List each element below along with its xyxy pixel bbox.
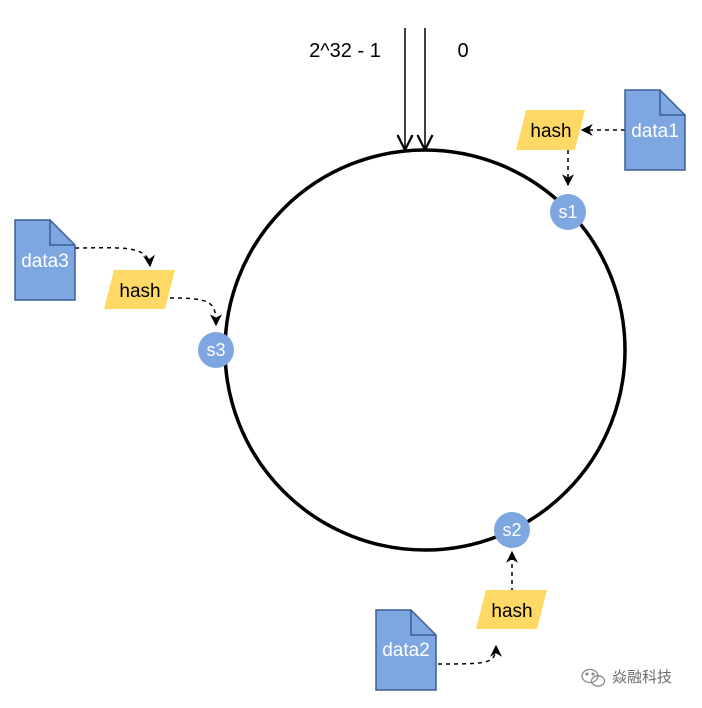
hash-box-data1: hash [516, 110, 585, 150]
server-node-s2-label: s2 [502, 520, 521, 540]
ring-zero-label: 0 [457, 40, 468, 62]
hash-label-data2: hash [491, 601, 532, 622]
data2-label: data2 [382, 640, 430, 661]
server-node-s3: s3 [198, 332, 234, 368]
hash-label-data1: hash [530, 121, 571, 142]
hash-box-data2: hash [476, 590, 547, 629]
server-node-s2: s2 [494, 512, 530, 548]
data1-document: data1 [624, 89, 686, 171]
server-node-s3-label: s3 [206, 340, 225, 360]
ring-max-label: 2^32 - 1 [309, 40, 381, 62]
hash-box-data3: hash [104, 270, 175, 309]
wechat-icon [581, 668, 606, 687]
data2-to-hash-connector [437, 644, 502, 665]
data3-to-hash-connector [74, 246, 155, 268]
data3-document: data3 [14, 219, 76, 301]
hash-to-s3-connector [169, 297, 222, 327]
data2-document: data2 [375, 609, 437, 691]
data3-label: data3 [21, 251, 69, 272]
server-node-s1: s1 [550, 194, 586, 230]
data1-label: data1 [631, 121, 679, 142]
watermark-text: 焱融科技 [612, 668, 672, 686]
server-node-s1-label: s1 [558, 202, 577, 222]
hash-label-data3: hash [119, 281, 160, 302]
watermark: 焱融科技 [581, 668, 672, 687]
